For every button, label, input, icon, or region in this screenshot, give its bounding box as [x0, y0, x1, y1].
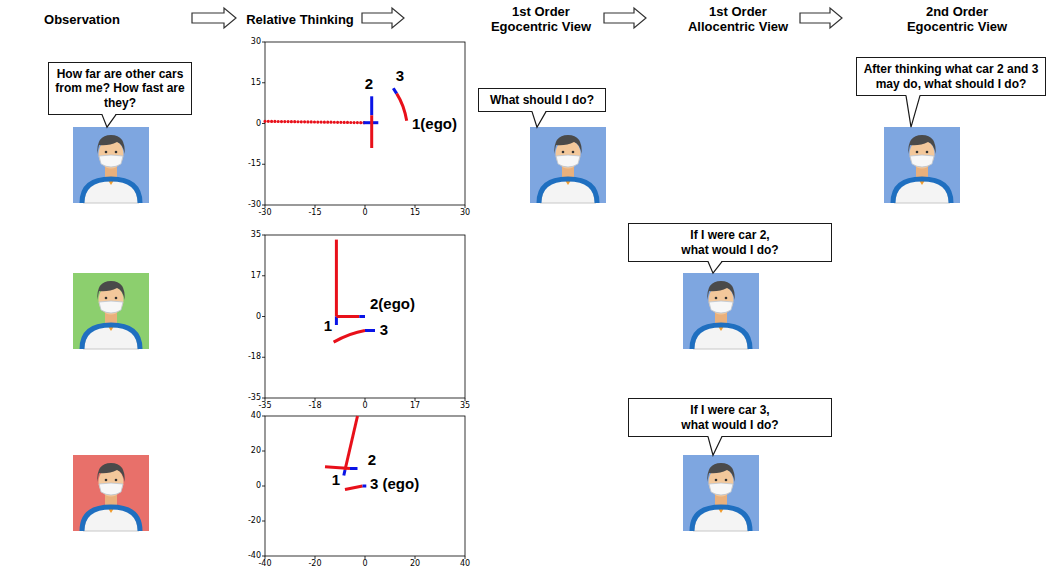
column-heading: 1st Order Egocentric View: [481, 5, 601, 35]
driver-icon: [73, 273, 149, 349]
driver-icon: [683, 273, 759, 349]
y-tick-label: 40: [251, 411, 261, 420]
trajectory-plot: [262, 416, 465, 559]
speech-bubble: How far are other cars from me? How fast…: [48, 62, 192, 115]
x-tick-label: 0: [362, 559, 367, 568]
x-tick-label: -15: [308, 208, 321, 217]
car-label: 2(ego): [370, 295, 415, 312]
car-label: 2: [365, 75, 373, 92]
bubble-text: If I were car 2, what would I do?: [679, 228, 781, 257]
y-tick-label: -20: [248, 516, 261, 525]
x-tick-label: -40: [258, 559, 271, 568]
hollow-arrow: [604, 8, 646, 28]
y-tick-label: 0: [256, 119, 261, 128]
x-tick-label: 35: [460, 401, 470, 410]
y-tick-label: 30: [251, 37, 261, 46]
driver-icon: [530, 127, 606, 203]
y-tick-label: 20: [251, 446, 261, 455]
bubble-tail: [708, 261, 726, 276]
x-tick-label: -20: [308, 559, 321, 568]
x-tick-label: 0: [362, 401, 367, 410]
x-tick-label: 17: [410, 401, 420, 410]
driver-icon: [73, 127, 149, 203]
x-tick-label: -30: [258, 208, 271, 217]
x-tick-label: 30: [460, 208, 470, 217]
car-label: 3: [396, 67, 404, 84]
x-tick-label: 15: [410, 208, 420, 217]
y-tick-label: 15: [251, 78, 261, 87]
car-label: 3 (ego): [370, 475, 419, 492]
speech-bubble: After thinking what car 2 and 3 may do, …: [856, 57, 1046, 96]
hollow-arrow: [800, 8, 842, 28]
bubble-text: If I were car 3, what would I do?: [679, 403, 781, 432]
hollow-arrow: [192, 8, 236, 28]
x-tick-label: 20: [410, 559, 420, 568]
bubble-text: How far are other cars from me? How fast…: [55, 67, 185, 110]
y-tick-label: 0: [256, 481, 261, 490]
x-tick-label: -35: [258, 401, 271, 410]
y-tick-label: -15: [248, 160, 261, 169]
y-tick-label: 17: [251, 271, 261, 280]
driver-icon: [683, 455, 759, 531]
trajectory-plot: [262, 42, 465, 208]
speech-bubble: If I were car 2, what would I do?: [628, 223, 832, 262]
bubble-text: What should I do?: [485, 93, 599, 107]
column-heading: 2nd Order Egocentric View: [897, 5, 1017, 35]
y-tick-label: -30: [248, 200, 261, 209]
bubble-tail: [102, 114, 120, 130]
x-tick-label: -18: [308, 401, 321, 410]
driver-icon: [884, 127, 960, 203]
bubble-tail: [708, 436, 726, 458]
speech-bubble: What should I do?: [478, 88, 606, 112]
bubble-text: After thinking what car 2 and 3 may do, …: [862, 62, 1040, 91]
car-label: 3: [380, 321, 388, 338]
column-heading: Observation: [44, 13, 120, 28]
column-heading: Relative Thinking: [246, 13, 354, 28]
y-tick-label: -18: [248, 353, 261, 362]
y-tick-label: 35: [251, 230, 261, 239]
y-tick-label: -40: [248, 551, 261, 560]
car-label: 1(ego): [412, 115, 457, 132]
bubble-tail: [532, 111, 550, 130]
hollow-arrow: [362, 8, 404, 28]
y-tick-label: 0: [256, 312, 261, 321]
trajectory-plot: [262, 235, 465, 401]
y-tick-label: -35: [248, 393, 261, 402]
x-tick-label: 0: [362, 208, 367, 217]
car-label: 1: [332, 471, 340, 488]
driver-icon: [73, 455, 149, 531]
bubble-tail: [906, 95, 924, 130]
speech-bubble: If I were car 3, what would I do?: [628, 398, 832, 437]
car-label: 1: [324, 317, 332, 334]
car-label: 2: [368, 451, 376, 468]
column-heading: 1st Order Allocentric View: [678, 5, 798, 35]
x-tick-label: 40: [460, 559, 470, 568]
